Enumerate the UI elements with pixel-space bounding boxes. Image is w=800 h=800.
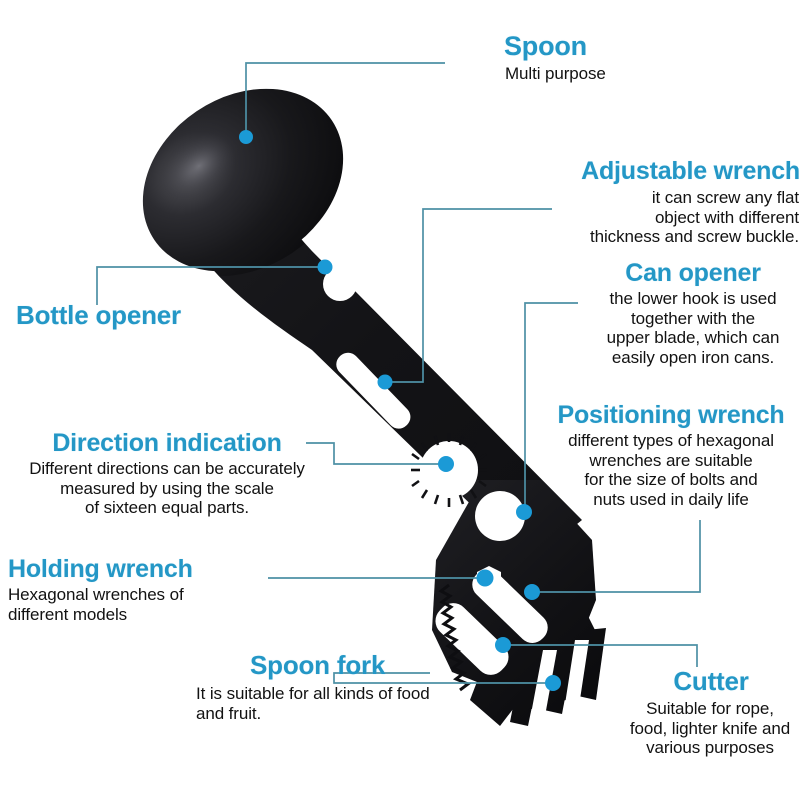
callout-adjustable-wrench-line-3: thickness and screw buckle. [590, 227, 799, 247]
callout-adjustable-wrench: Adjustable wrench it can screw any flat … [534, 158, 800, 247]
callout-spoon-line-1: Multi purpose [505, 64, 606, 84]
callout-spoon-fork-line-2: and fruit. [196, 703, 262, 723]
callout-positioning-wrench-line-3: for the size of bolts and [584, 470, 758, 490]
callout-can-opener-line-2: together with the [631, 308, 755, 328]
callout-positioning-wrench-line-1: different types of hexagonal [568, 431, 774, 450]
callout-spoon-fork-title: Spoon fork [250, 650, 386, 680]
callout-holding-wrench: Holding wrench Hexagonal wrenches of dif… [8, 556, 268, 624]
callout-adjustable-wrench-body: it can screw any flat object with differ… [534, 188, 800, 247]
callout-adjustable-wrench-title: Adjustable wrench [581, 157, 800, 185]
callout-can-opener-title: Can opener [625, 259, 761, 287]
callout-bottle-opener-title: Bottle opener [16, 300, 181, 330]
callout-holding-wrench-line-1: Hexagonal wrenches of [8, 585, 184, 604]
callout-cutter: Cutter Suitable for rope, food, lighter … [622, 666, 800, 758]
callout-cutter-body: Suitable for rope, food, lighter knife a… [612, 699, 800, 758]
callout-holding-wrench-line-2: different models [8, 604, 128, 624]
callout-adjustable-wrench-line-1: it can screw any flat [651, 188, 799, 207]
callout-can-opener-line-1: the lower hook is used [609, 289, 777, 308]
callout-positioning-wrench: Positioning wrench different types of he… [542, 402, 800, 510]
callout-spoon-title: Spoon [504, 31, 587, 61]
callout-positioning-wrench-line-2: wrenches are suitable [589, 450, 753, 470]
callout-positioning-wrench-line-4: nuts used in daily life [593, 490, 749, 510]
callout-can-opener-line-3: upper blade, which can [606, 328, 780, 348]
callout-adjustable-wrench-line-2: object with different [654, 207, 799, 227]
callout-holding-wrench-title: Holding wrench [8, 555, 193, 583]
callout-can-opener-line-4: easily open iron cans. [611, 348, 775, 368]
callout-positioning-wrench-body: different types of hexagonal wrenches ar… [542, 431, 800, 510]
callout-direction-indication-title: Direction indication [52, 429, 282, 457]
callout-cutter-line-2: food, lighter knife and [629, 718, 791, 738]
callout-positioning-wrench-title: Positioning wrench [557, 401, 785, 429]
callout-bottle-opener: Bottle opener [16, 300, 276, 330]
callout-spoon-fork: Spoon fork It is suitable for all kinds … [196, 650, 486, 723]
callout-direction-indication-body: Different directions can be accurately m… [0, 459, 334, 518]
callout-holding-wrench-body: Hexagonal wrenches of different models [8, 585, 268, 624]
callout-cutter-line-3: various purposes [646, 738, 774, 758]
spoon-bowl-highlight [157, 128, 241, 204]
callout-direction-indication-line-2: measured by using the scale [60, 478, 274, 498]
callout-spoon-body: Multi purpose [505, 64, 744, 84]
callout-spoon: Spoon Multi purpose [504, 32, 744, 84]
callout-spoon-fork-body: It is suitable for all kinds of food and… [196, 684, 486, 723]
callout-direction-indication-line-3: of sixteen equal parts. [84, 498, 250, 518]
callout-direction-indication-line-1: Different directions can be accurately [29, 459, 305, 478]
callout-can-opener: Can opener the lower hook is used togeth… [586, 260, 800, 368]
callout-cutter-title: Cutter [673, 666, 749, 696]
callout-direction-indication: Direction indication Different direction… [0, 430, 334, 518]
callout-spoon-fork-line-1: It is suitable for all kinds of food [196, 684, 430, 704]
callout-can-opener-body: the lower hook is used together with the… [586, 289, 800, 368]
callout-cutter-line-1: Suitable for rope, [646, 699, 774, 719]
